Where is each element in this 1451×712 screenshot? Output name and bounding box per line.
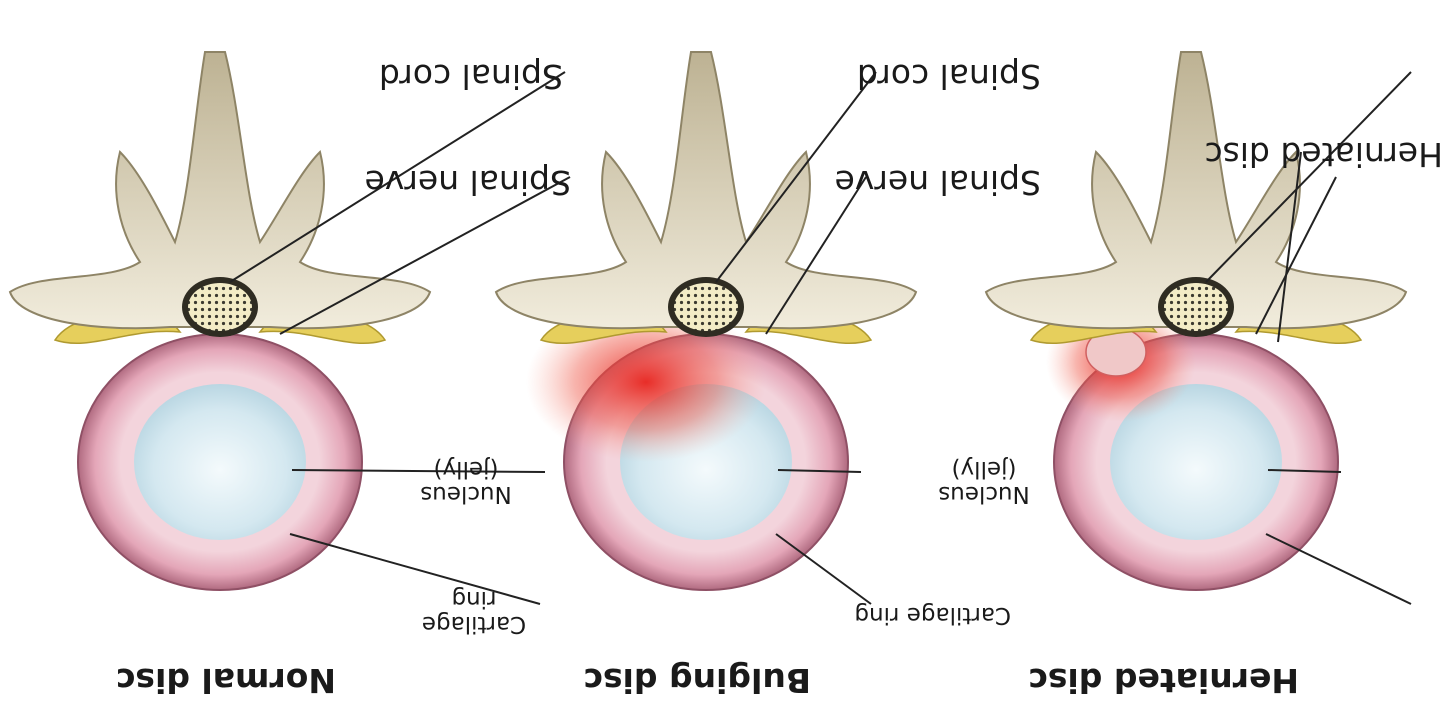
normal-cartilage-label: Cartilage ring: [419, 585, 529, 636]
nucleus-line-2: (jelly): [929, 455, 1039, 480]
herniated-spinal-nerve-label: Spinal nerve: [835, 164, 1041, 200]
nucleus-shape: [134, 384, 306, 540]
herniated-disc-title: Herniated disc: [1028, 662, 1299, 698]
herniated-spinal-cord-label: Spinal cord: [857, 58, 1041, 94]
normal-spinal-nerve-label: Spinal nerve: [365, 164, 571, 200]
cartilage-line-2: ring: [419, 585, 529, 610]
herniated-disc-label: Herniated disc: [1204, 136, 1443, 172]
herniated-nucleus-label: Nucleus (jelly): [929, 455, 1039, 506]
cartilage-line-1: Cartilage: [419, 611, 529, 636]
normal-nucleus-label: Nucleus (jelly): [411, 455, 521, 506]
nucleus-line-2: (jelly): [411, 455, 521, 480]
bulging-disc-illustration: [496, 52, 916, 604]
normal-disc-illustration: [10, 52, 570, 604]
normal-disc-title: Normal disc: [116, 662, 336, 698]
bulging-disc-title: Bulging disc: [583, 662, 811, 698]
normal-spinal-cord-label: Spinal cord: [379, 58, 563, 94]
nucleus-line-1: Nucleus: [929, 481, 1039, 506]
nucleus-line-1: Nucleus: [411, 481, 521, 506]
herniated-cartilage-label: Cartilage ring: [854, 602, 1011, 627]
